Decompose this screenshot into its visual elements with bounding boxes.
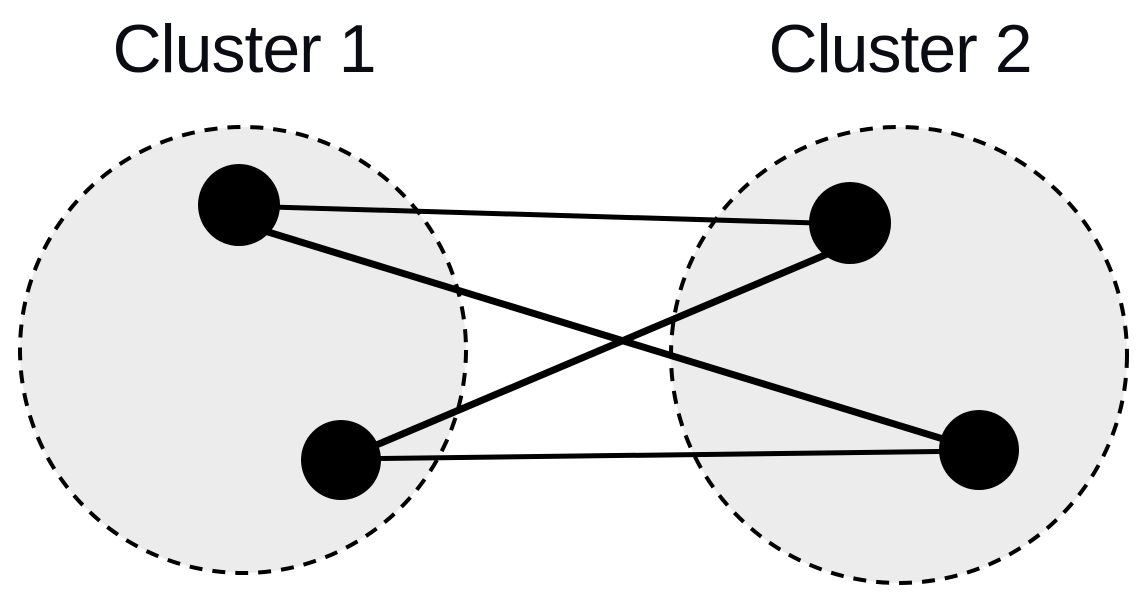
cluster-1-label: Cluster 1: [112, 11, 375, 87]
edge-bottom-left-to-bottom-right[interactable]: [340, 448, 980, 462]
edge-bottom-left-to-top-right[interactable]: [339, 240, 853, 464]
cluster-2-region[interactable]: [669, 125, 1129, 585]
node-layer: [198, 164, 1019, 500]
cluster-1-bottom-node[interactable]: [301, 420, 381, 500]
cluster-2-top-node[interactable]: [809, 182, 891, 264]
cluster-2-label: Cluster 2: [768, 11, 1031, 87]
edge-top-left-to-bottom-right[interactable]: [240, 220, 981, 454]
cluster-2-bottom-node[interactable]: [939, 410, 1019, 490]
cluster-1-top-node[interactable]: [198, 164, 280, 246]
edge-top-left-to-top-right[interactable]: [238, 203, 851, 227]
edge-layer: [238, 203, 981, 464]
